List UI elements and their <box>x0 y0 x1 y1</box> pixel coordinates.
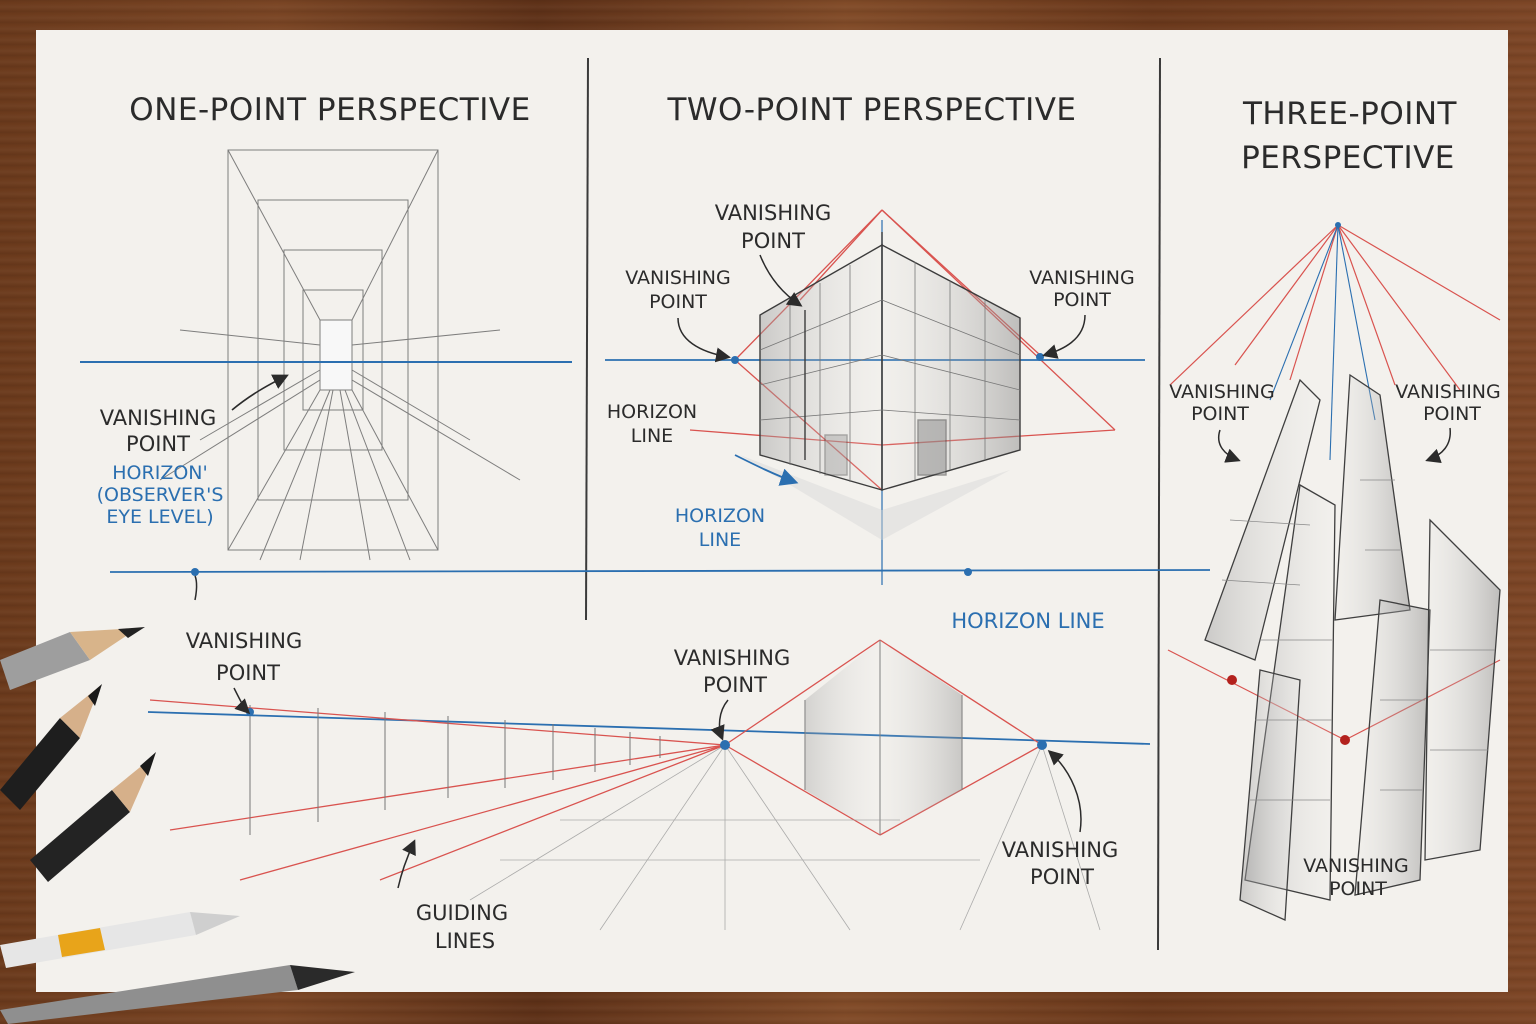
bottom-floor-grid <box>469 744 1101 931</box>
guiding-lines-label-1: GUIDING <box>416 901 508 925</box>
pen-white-yellow <box>0 912 240 968</box>
pen-silver-bottom <box>0 965 355 1024</box>
one-point-title: ONE-POINT PERSPECTIVE <box>129 92 530 128</box>
pencil-black-1 <box>0 684 102 810</box>
three-point-vp-bottom-2: POINT <box>1329 878 1387 900</box>
bottom-box-left-face <box>805 640 880 835</box>
guiding-lines-label-2: LINES <box>435 929 495 953</box>
two-point-horizon-blue-1: HORIZON <box>675 505 765 527</box>
guiding-lines-arrow <box>397 839 416 889</box>
three-point-vp-bottom-dot <box>1340 735 1350 745</box>
bottom-vp-right-2: POINT <box>1030 865 1094 889</box>
one-point-vp-label-2: POINT <box>126 432 190 456</box>
two-point-horizon-arrow <box>734 454 799 486</box>
three-point-vp-left-2: POINT <box>1191 403 1249 425</box>
one-point-horizon-note-2: (OBSERVER'S <box>97 484 224 506</box>
bottom-horizon-line <box>147 711 1151 745</box>
bottom-center-arrow <box>710 699 729 741</box>
one-point-vp-arrow <box>231 374 289 411</box>
two-point-vp-top-1: VANISHING <box>715 201 832 225</box>
bottom-horizon-label: HORIZON LINE <box>951 609 1104 633</box>
two-point-vp-left-1: VANISHING <box>625 267 730 289</box>
two-point-left-arrow <box>677 317 731 363</box>
three-point-left-arrow <box>1218 429 1241 463</box>
three-point-vp-left-1: VANISHING <box>1169 381 1274 403</box>
two-point-horizon-black-2: LINE <box>631 425 673 447</box>
three-point-right-arrow <box>1425 427 1451 464</box>
three-point-vp-left-dot <box>1227 675 1237 685</box>
bottom-vp-right <box>1037 740 1047 750</box>
two-point-horizon-black-1: HORIZON <box>607 401 697 423</box>
three-point-vp-right-2: POINT <box>1423 403 1481 425</box>
two-point-vp-top-2: POINT <box>741 229 805 253</box>
bottom-left-pointer <box>194 575 198 601</box>
two-point-top-arrow <box>759 254 803 307</box>
bottom-horizon-line-top <box>109 569 1211 573</box>
two-point-vp-right-2: POINT <box>1053 289 1111 311</box>
one-point-panel: ONE-POINT PERSPECTIVE VANISHING POINT HO… <box>80 92 572 561</box>
two-point-right-arrow <box>1042 314 1086 359</box>
bottom-box-right-face <box>880 640 962 835</box>
bottom-strip: VANISHING POINT VANISHING POINT VANISHIN… <box>109 568 1211 953</box>
bottom-vp-center-2: POINT <box>703 673 767 697</box>
bottom-right-arrow <box>1047 749 1082 833</box>
bottom-left-arrow <box>233 687 251 715</box>
panel-dividers <box>585 57 1161 951</box>
three-point-towers <box>1204 373 1501 921</box>
three-point-title-2: PERSPECTIVE <box>1241 140 1455 176</box>
two-point-vp-right-1: VANISHING <box>1029 267 1134 289</box>
one-point-vp-label-1: VANISHING <box>100 406 217 430</box>
two-point-title: TWO-POINT PERSPECTIVE <box>666 92 1076 128</box>
bottom-vp-center-1: VANISHING <box>674 646 791 670</box>
two-point-panel: TWO-POINT PERSPECTIVE VANISHING POINT VA… <box>605 92 1145 585</box>
two-point-horizon-blue-2: LINE <box>699 529 741 551</box>
two-point-vp-left <box>731 356 739 364</box>
two-point-ground <box>740 455 1010 540</box>
bottom-horizon-dot-left <box>191 568 199 576</box>
bottom-vp-left-1: VANISHING <box>186 629 303 653</box>
three-point-panel: THREE-POINT PERSPECTIVE VANISHING POINT … <box>1167 96 1501 921</box>
two-point-vp-right <box>1036 353 1044 361</box>
one-point-horizon-note-1: HORIZON' <box>112 462 207 484</box>
three-point-title-1: THREE-POINT <box>1242 96 1458 132</box>
pencil-silver-top <box>0 627 145 690</box>
pencil-black-2 <box>30 752 156 882</box>
bottom-vp-left-2: POINT <box>216 661 280 685</box>
bottom-vp-center <box>720 740 730 750</box>
drawing-pencils <box>0 627 355 1024</box>
three-point-vp-top <box>1335 222 1341 228</box>
bottom-horizon-dot-right <box>964 568 972 576</box>
two-point-vp-left-2: POINT <box>649 291 707 313</box>
three-point-vp-right-1: VANISHING <box>1395 381 1500 403</box>
one-point-horizon-note-3: EYE LEVEL) <box>106 506 213 528</box>
one-point-corridor <box>159 149 521 561</box>
bottom-vp-right-1: VANISHING <box>1002 838 1119 862</box>
three-point-vp-bottom-1: VANISHING <box>1303 855 1408 877</box>
